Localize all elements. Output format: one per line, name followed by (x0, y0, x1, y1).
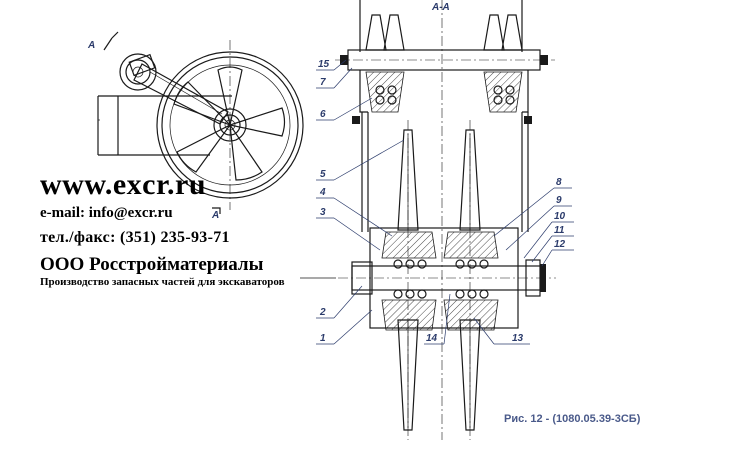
callout-4: 4 (319, 187, 326, 198)
callout-7: 7 (320, 77, 326, 88)
contact-block: www.excr.ru e-mail: info@excr.ru тел./фа… (40, 168, 285, 289)
figure-caption: Рис. 12 - (1080.05.39-3СБ) (504, 413, 641, 425)
callout-15: 15 (318, 59, 330, 70)
callout-5: 5 (320, 169, 326, 180)
company-tagline: Производство запасных частей для экскава… (40, 276, 285, 288)
callout-2: 2 (319, 307, 326, 318)
side-view: A A (87, 31, 304, 221)
callout-9: 9 (556, 195, 562, 206)
callout-13: 13 (512, 333, 524, 344)
phone-text: тел./факс: (351) 235-93-71 (40, 229, 230, 246)
website-text: www.excr.ru (40, 168, 207, 201)
section-view: A-A (300, 0, 556, 440)
section-label: A-A (431, 2, 450, 13)
callout-3: 3 (320, 207, 326, 218)
callout-14: 14 (426, 333, 438, 344)
view-mark-bottom: A (211, 210, 219, 221)
company-name: ООО Росстройматериалы (40, 254, 264, 275)
email-text: e-mail: info@excr.ru (40, 205, 173, 221)
callout-11: 11 (554, 225, 565, 236)
callout-12: 12 (554, 239, 566, 250)
callout-8: 8 (556, 177, 562, 188)
callouts: 15 7 6 5 4 3 2 1 8 9 10 11 12 13 14 (316, 59, 574, 345)
callout-6: 6 (320, 109, 326, 120)
view-mark-top: A (87, 40, 95, 51)
callout-1: 1 (320, 333, 326, 344)
callout-10: 10 (554, 211, 566, 222)
